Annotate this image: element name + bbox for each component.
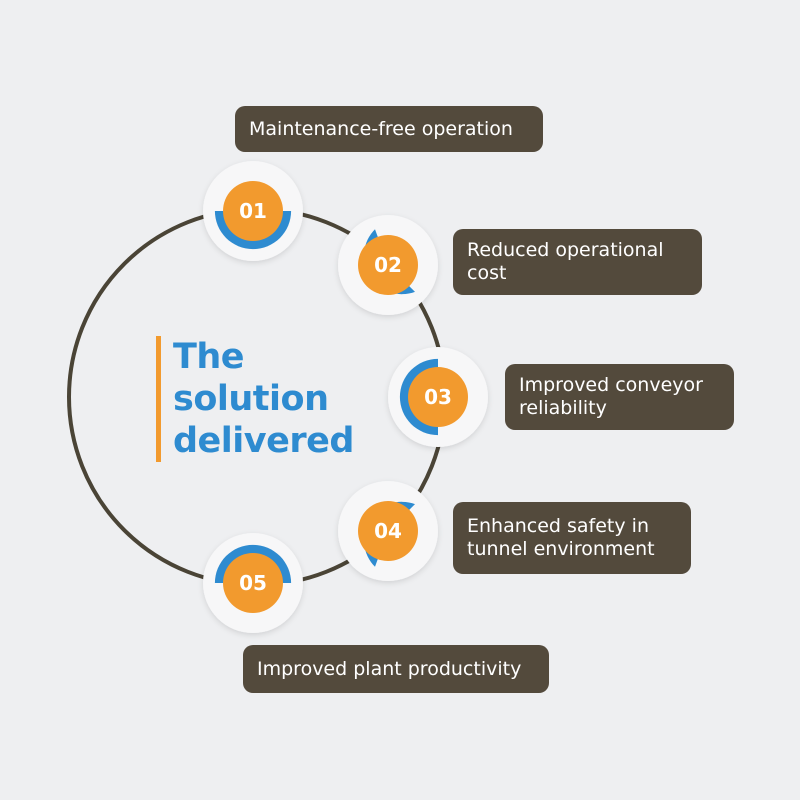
step-label-text: Improved plant productivity — [257, 657, 522, 680]
step-label-01: Maintenance-free operation — [235, 106, 543, 152]
step-label-text: reliability — [519, 397, 607, 419]
step-number: 01 — [239, 199, 267, 223]
step-label-05: Improved plant productivity — [243, 645, 549, 693]
step-label-04: Enhanced safety in tunnel environment — [453, 502, 691, 574]
step-label-text: Enhanced safety in — [467, 515, 649, 537]
step-badge-01: 01 — [203, 161, 303, 261]
step-label-02: Reduced operational cost — [453, 229, 702, 295]
step-label-text: Maintenance-free operation — [249, 117, 513, 140]
step-number: 02 — [374, 253, 402, 277]
badge-orange-disc — [358, 235, 418, 295]
step-label-text: Reduced operational — [467, 239, 664, 261]
step-number: 04 — [374, 519, 402, 543]
step-number: 03 — [424, 385, 452, 409]
diagram-title: The solution delivered — [156, 336, 354, 462]
badge-orange-disc — [223, 181, 283, 241]
title-line: The — [173, 337, 245, 377]
step-badge-04: 04 — [338, 481, 438, 581]
badge-orange-disc — [223, 553, 283, 613]
title-line: solution — [173, 379, 329, 419]
step-label-text: Improved conveyor — [519, 374, 703, 396]
step-number: 05 — [239, 571, 267, 595]
step-badge-02: 02 — [338, 215, 438, 315]
step-badge-05: 05 — [203, 533, 303, 633]
step-label-03: Improved conveyor reliability — [505, 364, 734, 430]
step-label-text: tunnel environment — [467, 538, 655, 560]
step-label-text: cost — [467, 262, 507, 284]
badge-orange-disc — [358, 501, 418, 561]
badge-orange-disc — [408, 367, 468, 427]
step-badge-03: 03 — [388, 347, 488, 447]
title-line: delivered — [173, 421, 354, 461]
